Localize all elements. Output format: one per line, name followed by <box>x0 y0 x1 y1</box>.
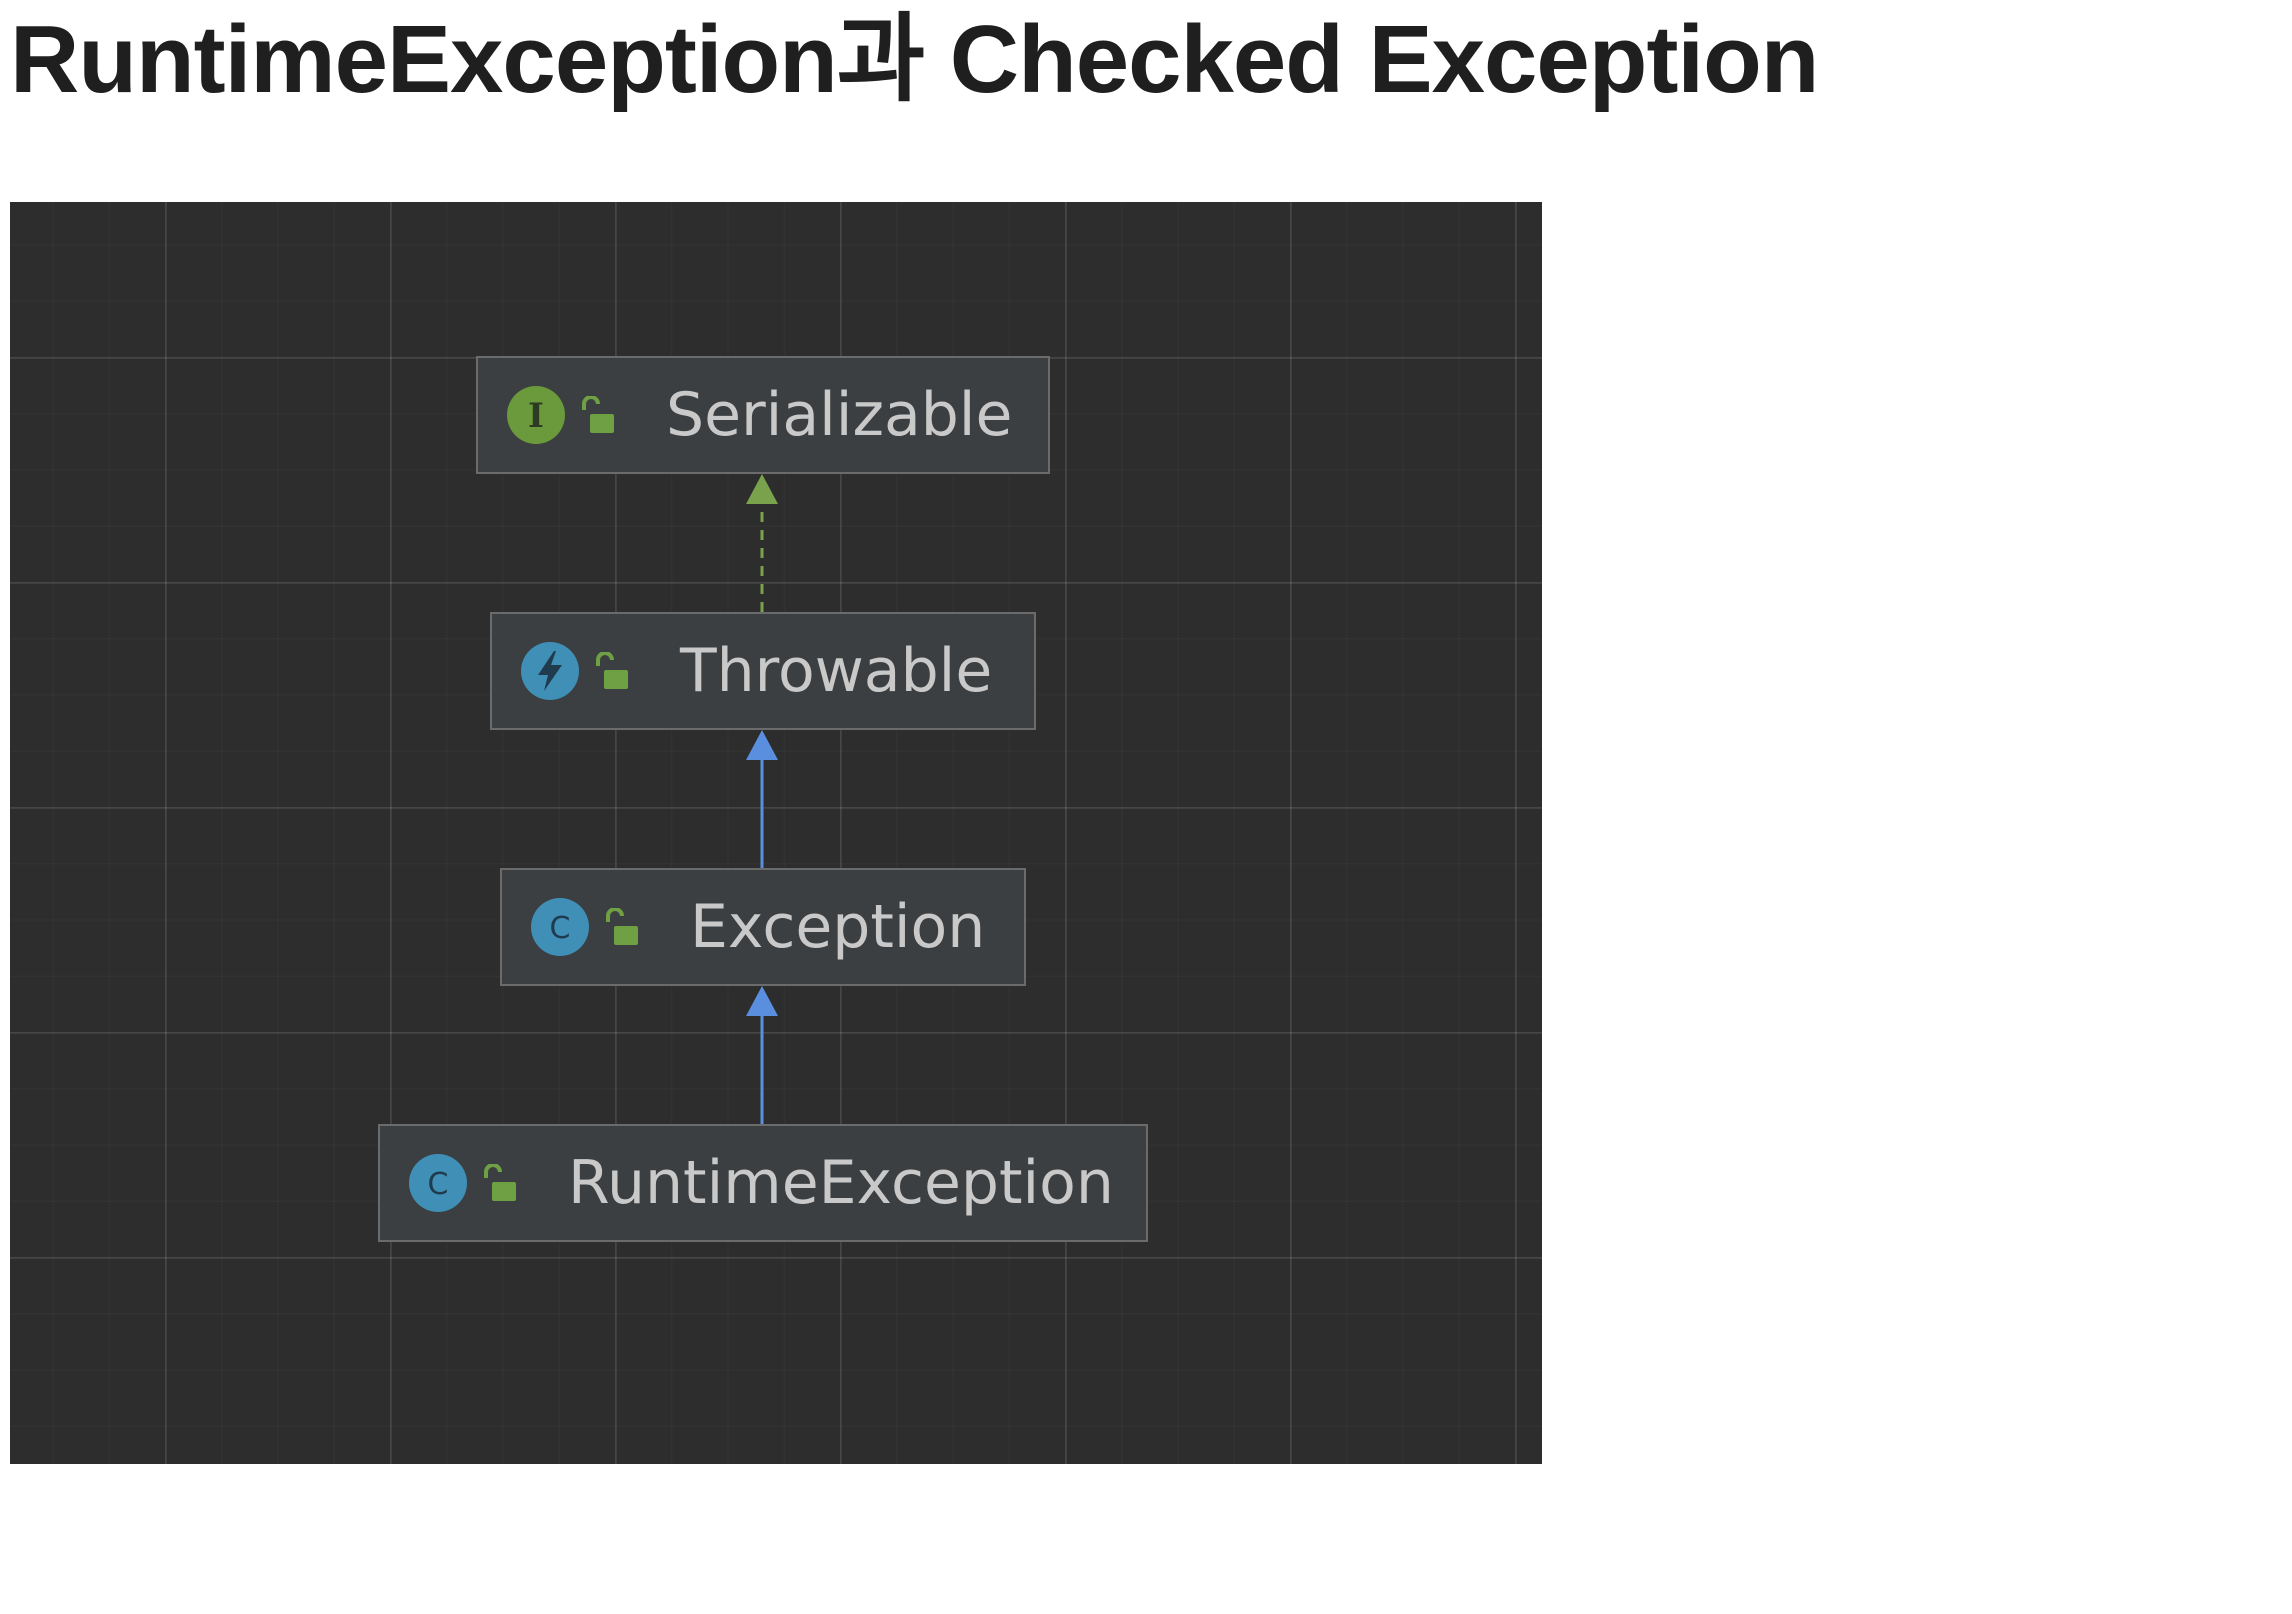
class-hierarchy-diagram: I Serializable <box>10 202 1542 1464</box>
page-title: RuntimeException과 Checked Exception <box>10 6 1819 113</box>
edge-exception-to-throwable <box>746 730 778 868</box>
edge-throwable-to-serializable <box>746 474 778 612</box>
unlocked-icon <box>602 907 642 948</box>
node-exception[interactable]: C Exception <box>500 868 1026 986</box>
node-serializable[interactable]: I Serializable <box>476 356 1050 474</box>
edge-runtimeexception-to-exception <box>746 986 778 1124</box>
class-icon: C <box>530 897 590 957</box>
class-icon-letter: C <box>550 911 571 946</box>
unlocked-icon <box>480 1163 520 1204</box>
class-icon-letter: C <box>428 1167 449 1202</box>
throwable-icon <box>520 641 580 701</box>
interface-icon-letter: I <box>528 396 544 436</box>
node-label: Throwable <box>680 636 993 706</box>
node-runtimeexception[interactable]: C RuntimeException <box>378 1124 1148 1242</box>
arrow-head <box>746 986 778 1016</box>
node-label: Exception <box>690 892 986 962</box>
node-label: Serializable <box>666 380 1013 450</box>
interface-icon: I <box>506 385 566 445</box>
class-icon: C <box>408 1153 468 1213</box>
node-label: RuntimeException <box>568 1148 1114 1218</box>
unlocked-icon <box>592 651 632 692</box>
node-throwable[interactable]: Throwable <box>490 612 1036 730</box>
arrow-head <box>746 730 778 760</box>
arrow-head <box>746 474 778 504</box>
unlocked-icon <box>578 395 618 436</box>
diagram-connectors <box>746 474 778 1124</box>
